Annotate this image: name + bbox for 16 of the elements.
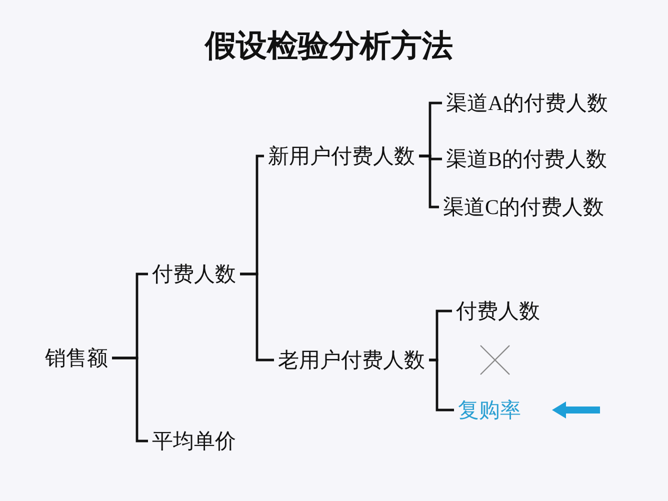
bracket-line — [429, 358, 454, 412]
metric-label: 平均单价 — [152, 428, 236, 454]
metric-label: 付费人数 — [152, 261, 236, 287]
metric-label: 老用户付费人数 — [278, 347, 425, 373]
metric-label: 渠道B的付费人数 — [446, 146, 608, 172]
metric-label: 销售额 — [45, 345, 108, 371]
bracket-line — [112, 356, 148, 442]
metric-label: 新用户付费人数 — [268, 143, 415, 169]
arrow — [552, 402, 600, 418]
bracket-line — [240, 272, 274, 362]
metric-label: 复购率 — [458, 397, 521, 423]
metric-label: 渠道C的付费人数 — [443, 194, 604, 220]
metric-label: 付费人数 — [456, 298, 540, 324]
title: 假设检验分析方法 — [205, 27, 453, 65]
metric-label: 渠道A的付费人数 — [446, 90, 608, 116]
bracket-line — [419, 154, 439, 208]
